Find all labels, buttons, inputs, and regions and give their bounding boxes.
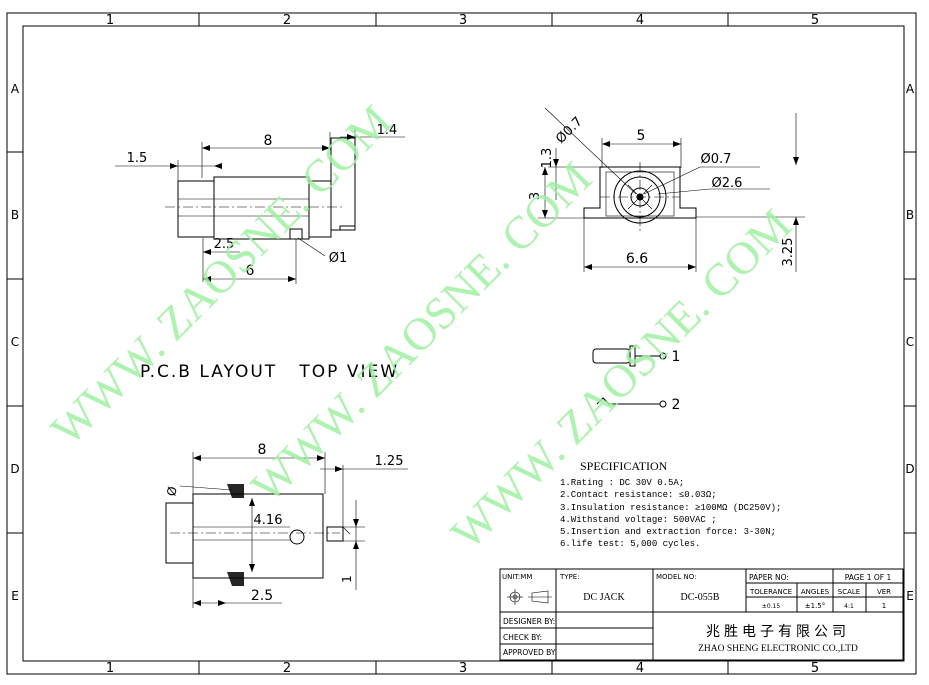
row-label-c: C xyxy=(11,335,19,349)
tolerance-value: ±0.15 xyxy=(762,603,781,610)
side-dim-8: 8 xyxy=(264,133,273,149)
side-dim-phi1: Ø1 xyxy=(329,251,348,266)
side-view: 8 1.4 1.5 2.5 6 Ø1 xyxy=(115,123,405,284)
row-label-a: A xyxy=(11,82,20,96)
front-dim-6-6: 6.6 xyxy=(626,251,648,267)
type-value: DC JACK xyxy=(583,592,625,603)
type-label: TYPE: xyxy=(559,573,580,581)
pcb-dim-1-25: 1.25 xyxy=(375,454,404,469)
row-label-b: B xyxy=(11,208,19,222)
side-dim-2-5: 2.5 xyxy=(214,237,235,252)
column-label-3-bottom: 3 xyxy=(459,661,467,676)
designer-label: DESIGNER BY: xyxy=(503,617,555,626)
front-dim-3: 3 xyxy=(528,192,543,200)
pcb-dim-8: 8 xyxy=(258,442,267,458)
paper-label: PAPER NO: xyxy=(749,573,789,582)
drawing-frame: 1 2 3 4 5 1 2 3 4 5 A B C D E A B C D E xyxy=(6,12,917,676)
scale-label: SCALE xyxy=(838,588,860,596)
front-dim-phi07-right: Ø0.7 xyxy=(701,152,732,167)
side-dim-1-5: 1.5 xyxy=(127,151,148,166)
pcb-dim-phi: Ø xyxy=(164,485,179,497)
spec-item-5: 5.Insertion and extraction force: 3-30N; xyxy=(560,527,776,537)
spec-item-2: 2.Contact resistance: ≤0.03Ω; xyxy=(560,490,717,500)
row-label-d-right: D xyxy=(905,462,914,476)
tolerance-label: TOLERANCE xyxy=(749,588,792,596)
specification-block: SPECIFICATION 1.Rating : DC 30V 0.5A; 2.… xyxy=(560,459,781,549)
front-view: 5 Ø0.7 1.3 3 Ø0.7 Ø2.6 6.6 xyxy=(528,107,805,272)
front-dim-1-3: 1.3 xyxy=(540,148,555,169)
front-dim-phi26: Ø2.6 xyxy=(712,176,743,191)
column-label-5-bottom: 5 xyxy=(811,661,819,676)
schematic-pin-2: 2 xyxy=(672,397,681,413)
column-label-1-bottom: 1 xyxy=(106,661,114,676)
approved-label: APPROVED BY: xyxy=(503,648,557,657)
column-label-3: 3 xyxy=(459,13,467,28)
ver-label: VER xyxy=(877,588,891,596)
check-label: CHECK BY: xyxy=(503,633,542,642)
spec-item-4: 4.Withstand voltage: 500VAC ; xyxy=(560,515,717,525)
spec-item-6: 6.life test: 5,000 cycles. xyxy=(560,539,700,549)
scale-value: 4:1 xyxy=(844,603,854,610)
page-label: PAGE 1 OF 1 xyxy=(845,573,892,582)
model-value: DC-055B xyxy=(681,592,720,603)
column-label-1: 1 xyxy=(106,13,114,28)
row-label-d: D xyxy=(10,462,19,476)
pcb-layout-title: P.C.B LAYOUT TOP VIEW xyxy=(140,362,399,382)
row-label-e-right: E xyxy=(906,589,914,603)
column-label-4-bottom: 4 xyxy=(636,661,644,676)
spec-item-3: 3.Insulation resistance: ≥100MΩ (DC250V)… xyxy=(560,503,781,513)
projection-symbol-icon xyxy=(507,589,552,605)
schematic-symbol: 1 2 xyxy=(592,345,681,413)
row-label-c-right: C xyxy=(906,335,914,349)
spec-item-1: 1.Rating : DC 30V 0.5A; xyxy=(560,478,684,488)
column-label-2-bottom: 2 xyxy=(283,661,291,676)
front-dim-3-25: 3.25 xyxy=(781,238,796,267)
unit-label: UNIT:MM xyxy=(502,573,532,581)
spec-heading: SPECIFICATION xyxy=(580,459,668,473)
company-name-en: ZHAO SHENG ELECTRONIC CO.,LTD xyxy=(698,644,858,654)
column-label-2: 2 xyxy=(283,13,291,28)
title-block: UNIT:MM TYPE: DC JACK MODEL NO: DC-055B … xyxy=(499,568,904,661)
model-label: MODEL NO: xyxy=(656,573,696,581)
pcb-dim-2-5: 2.5 xyxy=(251,588,273,604)
angles-label: ANGLES xyxy=(801,588,830,596)
pcb-layout-view: 8 1.25 Ø 4.16 2.5 1 xyxy=(164,442,408,608)
row-label-b-right: B xyxy=(906,208,914,222)
front-dim-5: 5 xyxy=(637,128,646,144)
column-label-4: 4 xyxy=(636,13,644,28)
angles-value: ±1.5° xyxy=(805,602,826,610)
row-label-e: E xyxy=(11,589,19,603)
schematic-pin-1: 1 xyxy=(672,349,681,365)
side-dim-6: 6 xyxy=(246,263,255,279)
pcb-dim-1: 1 xyxy=(340,575,354,583)
pcb-dim-4-16: 4.16 xyxy=(254,513,283,528)
company-name-cn: 兆胜电子有限公司 xyxy=(706,624,850,640)
row-label-a-right: A xyxy=(906,82,915,96)
column-label-5: 5 xyxy=(811,13,819,28)
ver-value: 1 xyxy=(882,602,886,610)
side-dim-1-4: 1.4 xyxy=(377,123,398,138)
